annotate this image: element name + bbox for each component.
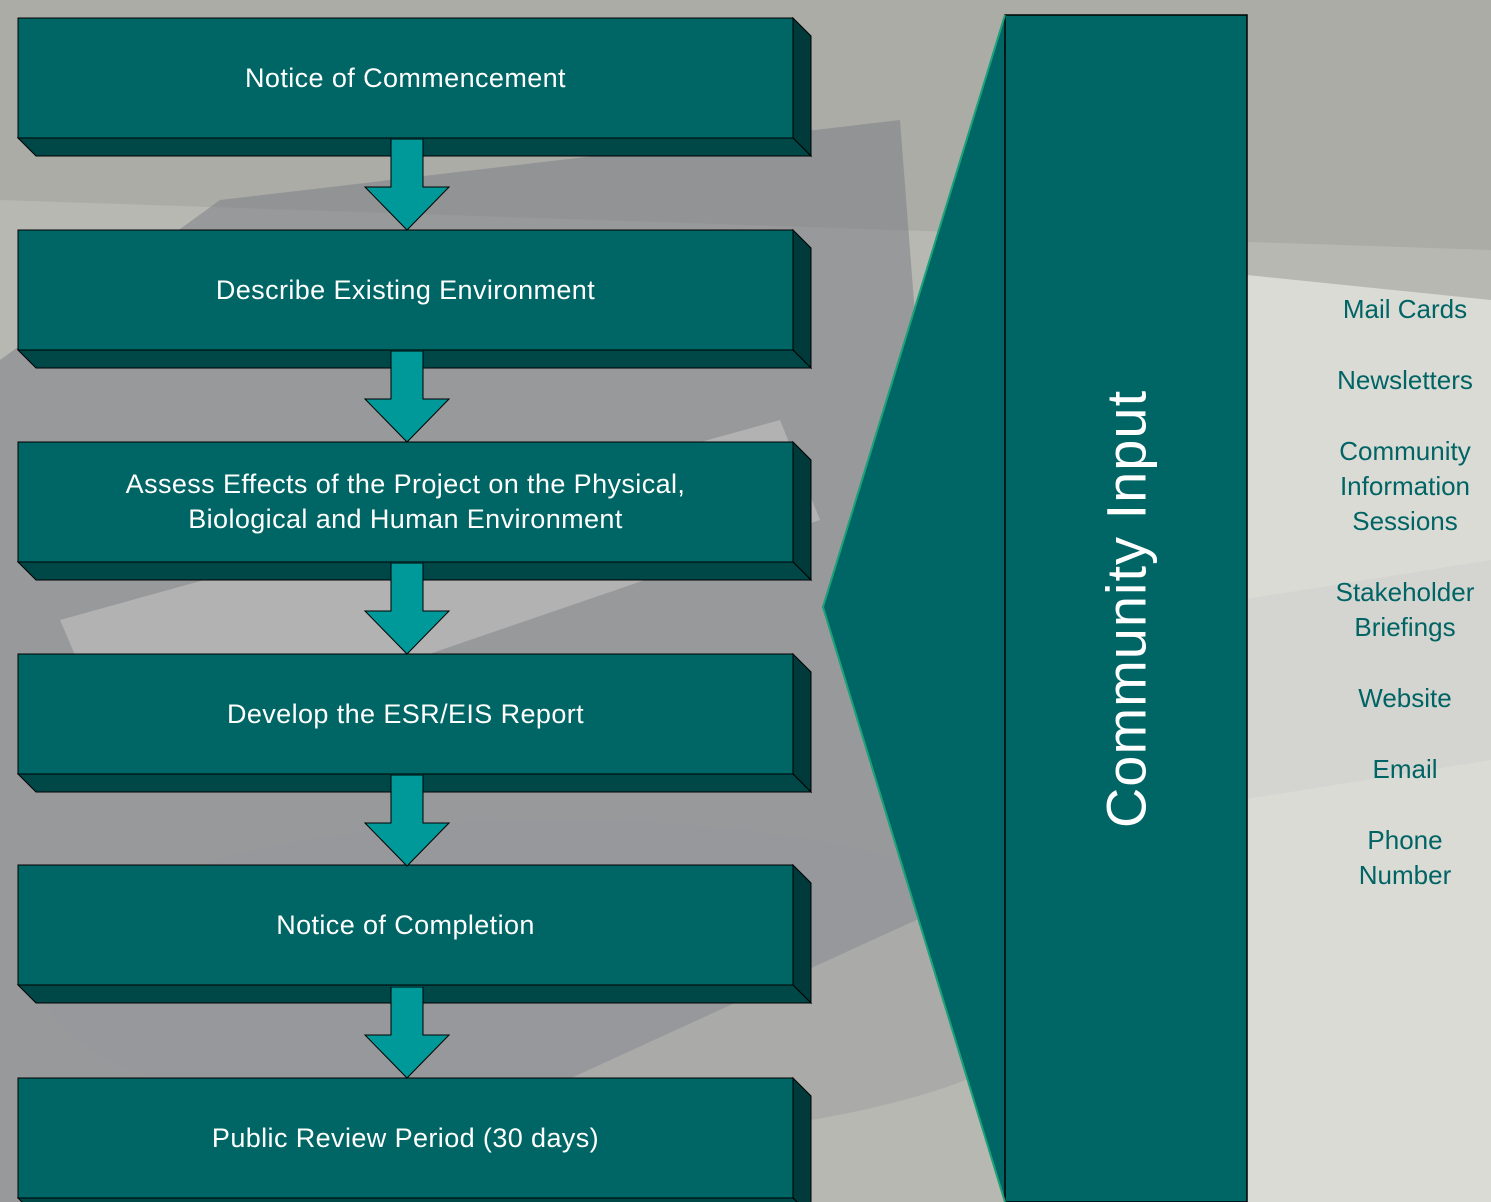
down-arrow-icon (364, 775, 450, 867)
step-label: Assess Effects of the Project on the Phy… (125, 469, 686, 534)
down-arrow-icon (364, 987, 450, 1079)
step-box-shape (16, 1076, 812, 1202)
step-label: Notice of Commencement (245, 62, 566, 93)
step-box-shape (16, 863, 813, 1005)
channel-mail-cards: Mail Cards (1342, 294, 1468, 324)
communication-channels-list: Mail Cards Newsletters Community Informa… (1300, 292, 1491, 929)
step-label: Develop the ESR/EIS Report (226, 698, 585, 729)
channel-phone-number: Phone Number (1358, 825, 1452, 890)
down-arrow-icon (364, 563, 450, 655)
down-arrow-icon (364, 139, 450, 231)
step-notice-of-commencement: Notice of Commencement (16, 16, 813, 158)
community-input-panel: Community Input (1005, 15, 1247, 1202)
step-label: Public Review Period (30 days) (211, 1122, 600, 1153)
step-assess-effects: Assess Effects of the Project on the Phy… (16, 440, 813, 582)
step-describe-existing-environment: Describe Existing Environment (16, 228, 813, 370)
down-arrow-icon (364, 351, 450, 443)
channel-stakeholder-briefings: Stakeholder Briefings (1335, 577, 1475, 642)
channel-newsletters: Newsletters (1337, 365, 1473, 395)
step-box-shape (16, 440, 813, 582)
step-notice-of-completion: Notice of Completion (16, 863, 813, 1005)
community-input-label: Community Input (1094, 389, 1158, 828)
channel-website: Website (1358, 683, 1452, 713)
step-box-shape (16, 16, 813, 158)
step-label: Notice of Completion (276, 909, 535, 940)
step-develop-esr-eis-report: Develop the ESR/EIS Report (16, 652, 813, 794)
channel-email: Email (1372, 754, 1438, 784)
step-public-review-period: Public Review Period (30 days) (16, 1076, 812, 1202)
channel-community-information-sessions: Community Information Sessions (1339, 436, 1471, 536)
step-label: Describe Existing Environment (215, 274, 596, 305)
